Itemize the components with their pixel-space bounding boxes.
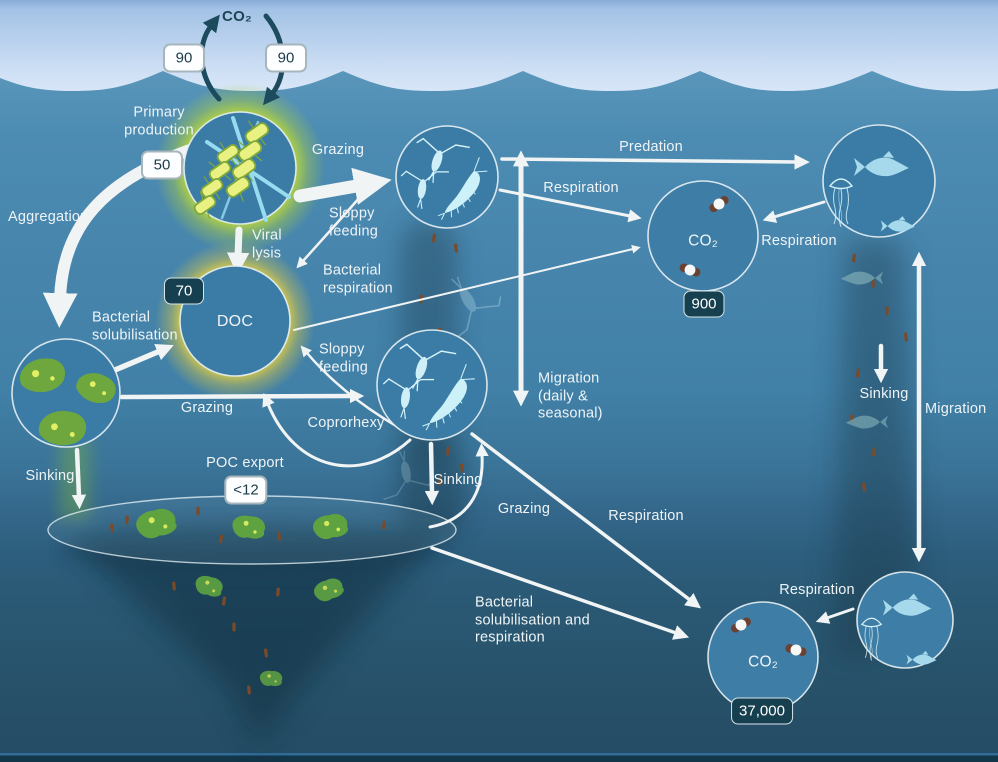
node-primary-production — [183, 111, 297, 225]
respiration-deep-fish-label: Respiration — [779, 582, 855, 599]
bacterial-solubilisation-label: Bacterial solubilisation — [92, 309, 178, 343]
node-bacteria — [11, 338, 121, 448]
respiration-fish-mid-label: Respiration — [761, 233, 837, 250]
arrow-respiration-deep-zoop — [470, 432, 702, 609]
coprorhexy-label: Coprorhexy — [307, 415, 385, 432]
sloppy-feeding-upper-label: Sloppy feeding — [329, 205, 378, 239]
migration-mid-label: Migration (daily & seasonal) — [538, 370, 603, 422]
diatom-icon — [193, 116, 291, 222]
arrow-bacterial-solubilisation — [112, 343, 174, 373]
poc-export-label: POC export — [206, 455, 284, 472]
arrow-grazing-deep — [428, 443, 489, 529]
node-zooplankton-lower — [376, 329, 488, 441]
node-fish-deep — [856, 571, 954, 669]
co2-deep-node-label: CO₂ — [748, 653, 778, 671]
seafloor-line — [0, 753, 998, 756]
stock-badge-co2-mid: 900 — [683, 290, 725, 318]
arrow-predation — [500, 154, 810, 170]
seafloor-band — [0, 755, 998, 762]
aggregation-label: Aggregation — [8, 209, 89, 226]
arrow-bacterial-respiration — [293, 244, 641, 331]
grazing-surface-label: Grazing — [311, 142, 365, 159]
flux-badge-co2-down: 90 — [265, 43, 307, 73]
arrow-grazing-doc — [119, 388, 365, 404]
arrow-sinking-left — [71, 447, 87, 510]
migration-right-label: Migration — [925, 401, 987, 418]
grazing-deep-label: Grazing — [497, 501, 551, 518]
sinking-left-label: Sinking — [25, 468, 75, 485]
sloppy-feeding-lower-label: Sloppy feeding — [319, 341, 368, 375]
arrow-coprorhexy — [262, 393, 412, 468]
node-fish-upper — [822, 124, 936, 238]
flux-badge-co2-up: 90 — [163, 43, 205, 73]
atmosphere-co2-label: CO₂ — [221, 7, 253, 25]
doc-node-label: DOC — [216, 313, 254, 331]
diagram-nodes — [11, 111, 954, 713]
respiration-zoop-label: Respiration — [543, 180, 619, 197]
sinking-mid-label: Sinking — [433, 472, 483, 489]
flow-arrows — [42, 144, 927, 640]
node-zooplankton-upper — [395, 125, 499, 229]
node-doc — [179, 265, 291, 377]
bact-solub-resp-label: Bacterial solubilisation and respiration — [475, 594, 590, 646]
arrow-respiration-zoop — [498, 188, 642, 223]
arrow-viral-lysis — [226, 226, 250, 276]
bacteria-aggregates-icon — [20, 358, 116, 446]
flux-badge-primary-production: 50 — [141, 150, 183, 180]
viral-lysis-label: Viral lysis — [252, 227, 282, 261]
primary-production-label: Primary production — [124, 104, 194, 138]
arrow-sloppy-feeding-lower — [300, 345, 400, 429]
predation-label: Predation — [619, 139, 683, 156]
arrow-bact-solub-resp — [430, 546, 690, 640]
stock-badge-doc: 70 — [164, 277, 204, 305]
co2-mid-node-label: CO₂ — [688, 232, 718, 250]
respiration-deep-zoop-label: Respiration — [608, 508, 684, 525]
arrow-respiration-deep-fish — [815, 607, 855, 624]
arrow-grazing-surface — [293, 167, 392, 205]
sinking-right-label: Sinking — [859, 386, 909, 403]
arrow-sinking-mid — [424, 441, 440, 506]
grazing-doc-label: Grazing — [180, 400, 234, 417]
arrow-respiration-fish-mid — [762, 200, 826, 223]
stock-badge-co2-deep: 37,000 — [731, 697, 793, 725]
flux-badge-poc-export: <12 — [224, 475, 268, 505]
bacterial-respiration-label: Bacterial respiration — [323, 262, 393, 296]
arrow-sloppy-feeding-upper — [296, 195, 362, 269]
